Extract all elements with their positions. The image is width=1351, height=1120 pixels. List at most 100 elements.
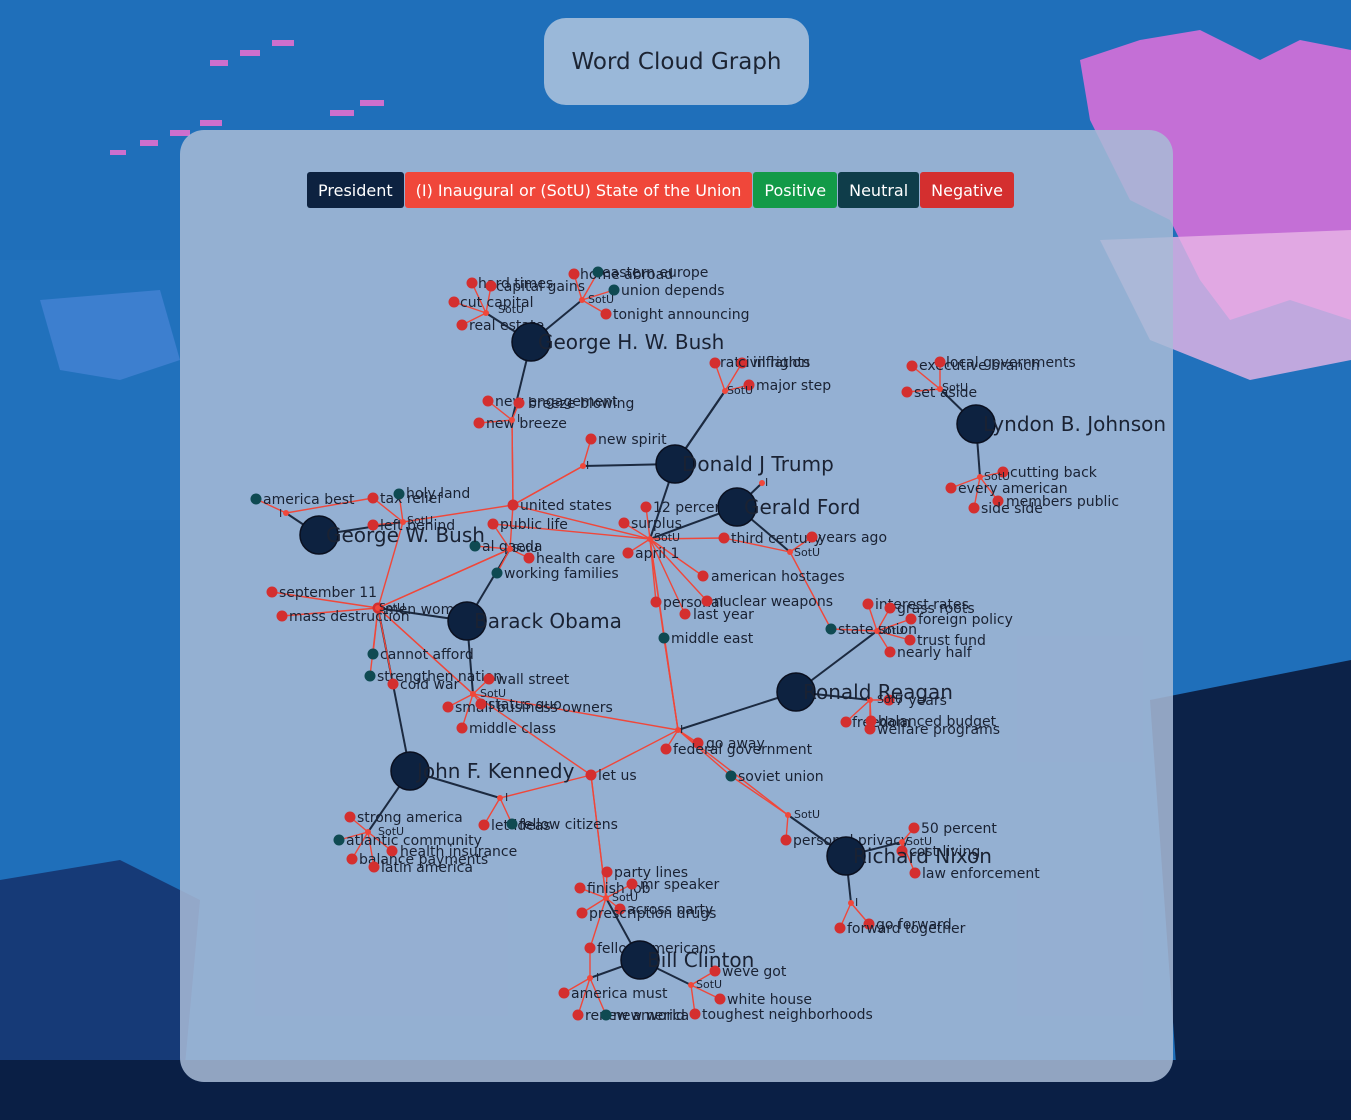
speech-node[interactable] [867,697,873,703]
word-node[interactable] [834,922,846,934]
word-node[interactable] [736,357,748,369]
word-node[interactable] [934,356,946,368]
word-node[interactable] [908,822,920,834]
word-node[interactable] [968,502,980,514]
word-node[interactable] [506,818,518,830]
word-node[interactable] [863,918,875,930]
word-node[interactable] [862,598,874,610]
word-node[interactable] [626,878,638,890]
speech-node[interactable] [899,839,905,845]
president-node[interactable] [826,836,866,876]
president-node[interactable] [956,404,996,444]
word-node[interactable] [679,608,691,620]
word-node[interactable] [491,567,503,579]
legend-negative[interactable]: Negative [920,172,1014,208]
president-node[interactable] [447,601,487,641]
speech-node[interactable] [497,795,503,801]
speech-node[interactable] [785,812,791,818]
word-node[interactable] [884,646,896,658]
word-node[interactable] [622,547,634,559]
president-node[interactable] [655,444,695,484]
speech-node[interactable] [509,417,515,423]
speech-node[interactable] [722,388,728,394]
word-node[interactable] [640,501,652,513]
speech-node[interactable] [603,895,609,901]
word-node[interactable] [367,519,379,531]
word-node[interactable] [558,987,570,999]
word-node[interactable] [482,395,494,407]
word-node[interactable] [483,673,495,685]
word-node[interactable] [568,268,580,280]
word-node[interactable] [743,379,755,391]
word-node[interactable] [945,482,957,494]
speech-node[interactable] [365,829,371,835]
word-node[interactable] [386,845,398,857]
word-node[interactable] [576,907,588,919]
legend-president[interactable]: President [307,172,404,208]
word-node[interactable] [592,266,604,278]
word-node[interactable] [448,296,460,308]
word-node[interactable] [608,284,620,296]
word-node[interactable] [585,769,597,781]
speech-node[interactable] [283,510,289,516]
word-node[interactable] [904,634,916,646]
word-node[interactable] [367,492,379,504]
word-node[interactable] [689,1008,701,1020]
president-node[interactable] [390,751,430,791]
speech-node[interactable] [483,310,489,316]
president-node[interactable] [620,940,660,980]
word-node[interactable] [572,1009,584,1021]
speech-node[interactable] [375,605,381,611]
word-node[interactable] [585,433,597,445]
word-node[interactable] [600,1009,612,1021]
word-node[interactable] [364,670,376,682]
word-node[interactable] [513,397,525,409]
word-node[interactable] [865,715,877,727]
word-node[interactable] [901,386,913,398]
speech-node[interactable] [587,975,593,981]
speech-node[interactable] [688,982,694,988]
word-node[interactable] [905,613,917,625]
speech-node[interactable] [977,474,983,480]
word-node[interactable] [614,903,626,915]
word-node[interactable] [574,882,586,894]
word-node[interactable] [906,360,918,372]
word-node[interactable] [709,965,721,977]
legend-speech[interactable]: (I) Inaugural or (SotU) State of the Uni… [404,172,753,208]
speech-node[interactable] [675,727,681,733]
word-node[interactable] [692,737,704,749]
word-node[interactable] [333,834,345,846]
word-node[interactable] [466,277,478,289]
word-node[interactable] [442,701,454,713]
word-node[interactable] [387,678,399,690]
word-node[interactable] [658,632,670,644]
word-node[interactable] [523,552,535,564]
speech-node[interactable] [400,519,406,525]
word-node[interactable] [344,811,356,823]
speech-node[interactable] [759,480,765,486]
legend-neutral[interactable]: Neutral [838,172,920,208]
word-node[interactable] [456,319,468,331]
word-node[interactable] [487,518,499,530]
speech-node[interactable] [874,628,880,634]
word-node[interactable] [896,845,908,857]
word-node[interactable] [992,495,1004,507]
word-node[interactable] [475,698,487,710]
speech-node[interactable] [647,536,653,542]
word-node[interactable] [883,694,895,706]
president-node[interactable] [299,515,339,555]
word-node[interactable] [393,488,405,500]
speech-node[interactable] [579,297,585,303]
president-node[interactable] [776,672,816,712]
speech-node[interactable] [787,549,793,555]
word-node[interactable] [718,532,730,544]
word-node[interactable] [469,540,481,552]
speech-node[interactable] [937,386,943,392]
word-node[interactable] [346,853,358,865]
word-node[interactable] [250,493,262,505]
word-node[interactable] [709,357,721,369]
legend-positive[interactable]: Positive [753,172,838,208]
word-node[interactable] [697,570,709,582]
word-node[interactable] [456,722,468,734]
word-node[interactable] [618,517,630,529]
